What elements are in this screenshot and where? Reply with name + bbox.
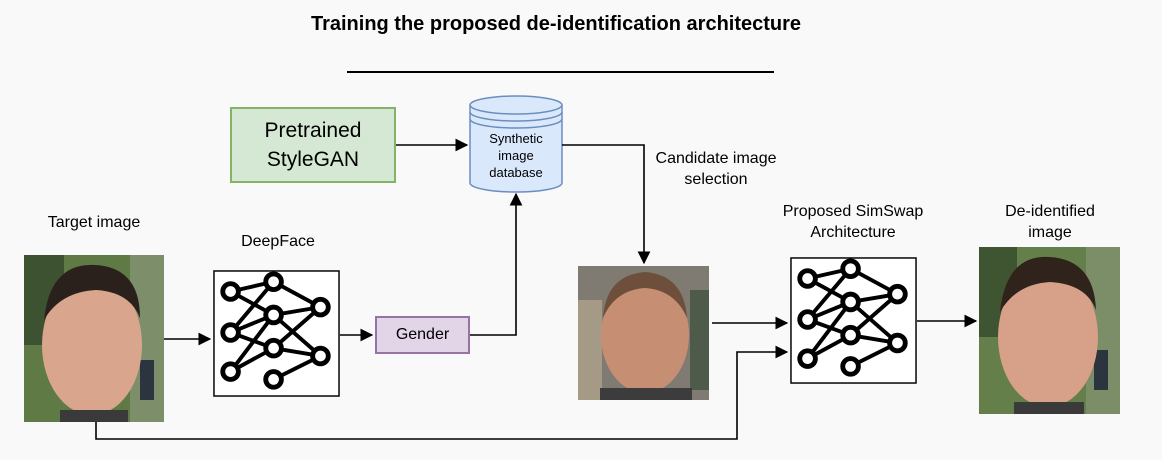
candidate-face-image [578, 266, 709, 400]
deidentified-label: De-identified image [1005, 203, 1095, 241]
title-underline [347, 71, 774, 73]
deepface-network-icon [214, 271, 339, 396]
gender-label: Gender [395, 326, 450, 343]
database-label: Synthetic image database [489, 131, 543, 180]
gender-node: Gender [375, 316, 470, 354]
edge-database-to-candidate [562, 144, 651, 265]
target-image-label: Target image [47, 214, 141, 231]
deepface-label: DeepFace [241, 233, 315, 250]
deidentified-face-image [979, 247, 1120, 414]
stylegan-node: Pretrained StyleGAN [230, 107, 396, 183]
candidate-selection-label: Candidate image selection [655, 150, 777, 188]
database-cylinder-icon [469, 95, 563, 193]
stylegan-label: Pretrained StyleGAN [264, 119, 362, 171]
simswap-network-icon [791, 258, 916, 383]
target-face-image [24, 255, 164, 422]
diagram-title: Training the proposed de-identification … [310, 13, 802, 35]
simswap-label: Proposed SimSwap Architecture [782, 203, 924, 241]
edge-target-to-simswap [95, 345, 789, 440]
edge-gender-to-database [470, 192, 523, 336]
